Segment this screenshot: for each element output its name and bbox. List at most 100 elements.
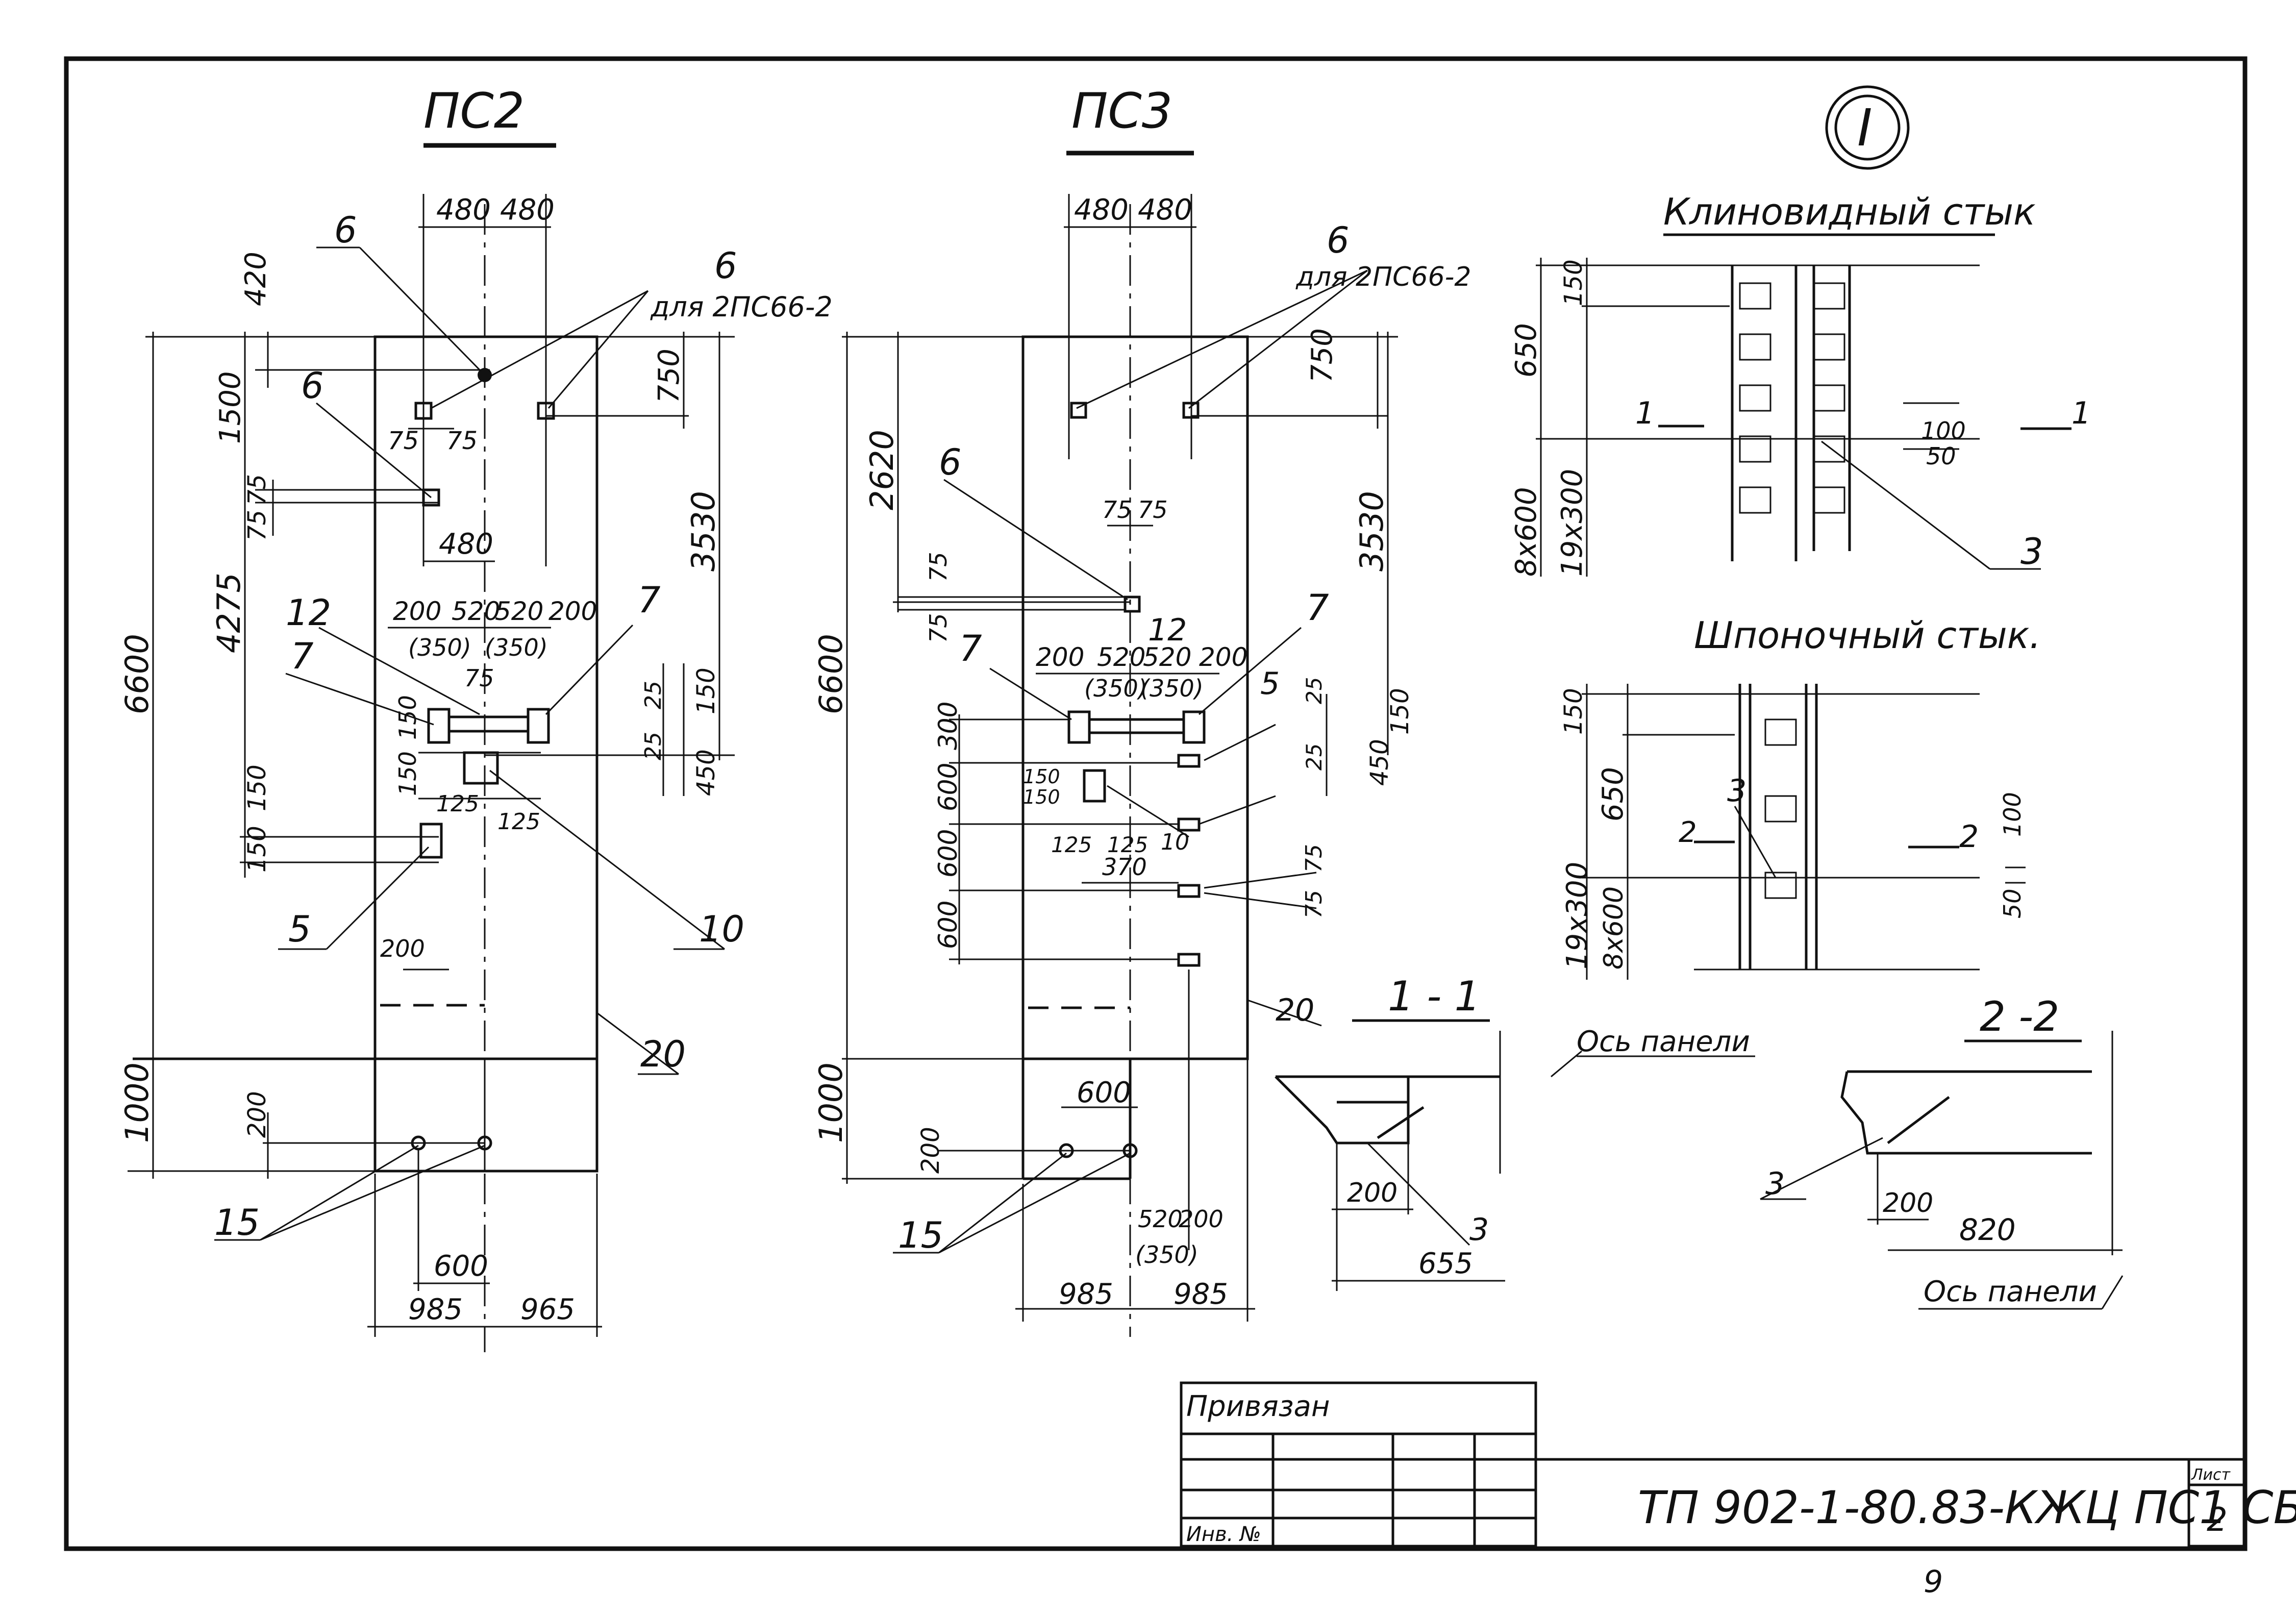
key-dim-100: 100 xyxy=(1999,792,2026,837)
ps2-note-2ps66: для 2ПС66-2 xyxy=(650,291,833,323)
ps2-dim-75e: 75 xyxy=(464,664,494,692)
ps2-dim-750: 750 xyxy=(653,349,686,403)
ps3-note-2ps66: для 2ПС66-2 xyxy=(1295,262,1471,292)
stamp-sheet-label: Лист xyxy=(2191,1466,2231,1484)
ps2-dim-1000: 1000 xyxy=(118,1062,156,1143)
wedge-dim-8x600: 8х600 xyxy=(1510,487,1543,577)
ps2-dim-600: 600 xyxy=(434,1250,488,1283)
ps2-dim-480-right: 480 xyxy=(500,193,555,227)
key-dim-19x300: 19х300 xyxy=(1561,862,1594,970)
ps2-dim-200a: 200 xyxy=(393,597,441,626)
ps3-dim-6600: 6600 xyxy=(812,634,850,714)
ps3-dim-125a: 125 xyxy=(1051,832,1092,857)
wedge-dim-100: 100 xyxy=(1921,417,1966,444)
ps3-dim-480-left: 480 xyxy=(1074,193,1129,227)
ps3-callout-6b: 6 xyxy=(939,441,962,483)
wedge-teeth xyxy=(1739,282,1845,514)
key-title: Шпоночный стык. xyxy=(1694,614,2041,657)
sec22-axis-label: Ось панели xyxy=(1924,1275,2097,1308)
ps3-dim-600-bottom: 600 xyxy=(1077,1076,1131,1109)
ps3-dim-75a: 75 xyxy=(1102,496,1132,524)
ps2-dim-480-left: 480 xyxy=(436,193,491,227)
wedge-mark-1: 1 xyxy=(1635,395,1655,431)
key-mark-2: 2 xyxy=(1679,816,1697,849)
wedge-mark-1b: 1 xyxy=(2072,395,2091,431)
ps3-dim-75b: 75 xyxy=(1138,496,1168,524)
ps2-callout-10: 10 xyxy=(699,908,744,950)
sec22-dim-200: 200 xyxy=(1883,1188,1933,1219)
sec22-callout-3: 3 xyxy=(1765,1166,1785,1202)
ps3-dim-2620: 2620 xyxy=(863,430,901,510)
ps2-dim-520b: 520 xyxy=(495,597,543,626)
page-number: 9 xyxy=(1924,1564,1943,1600)
ps2-dim-125b: 125 xyxy=(497,809,540,835)
ps2-dim-75d: 75 xyxy=(446,427,478,455)
ps3-dim-75e: 75 xyxy=(1301,844,1327,873)
key-callout-3: 3 xyxy=(1727,773,1746,809)
ps3-dim-200a: 200 xyxy=(1036,642,1084,672)
wedge-dim-50: 50 xyxy=(1926,442,1956,470)
ps2-dim-6600: 6600 xyxy=(118,634,156,714)
ps3-callout-6a: 6 xyxy=(1327,219,1350,261)
title-block: Привязан Инв. № ТП 902-1-80.83-КЖЦ ПС1 С… xyxy=(1180,1381,2296,1548)
ps3-callout-7a: 7 xyxy=(959,628,982,669)
wedge-callout-3: 3 xyxy=(2020,531,2043,573)
ps2-dim-1500: 1500 xyxy=(214,371,247,444)
ps3-callout-10: 10 xyxy=(1161,829,1189,855)
wedge-dim-650: 650 xyxy=(1510,323,1543,378)
stamp-bound: Привязан xyxy=(1186,1390,1330,1423)
key-dim-8x600: 8х600 xyxy=(1599,886,1629,970)
stamp-inv: Инв. № xyxy=(1186,1523,1261,1546)
key-mark-2b: 2 xyxy=(1959,819,1979,855)
ps3-dim-75f: 75 xyxy=(1301,890,1327,918)
ps2-dim-150e: 150 xyxy=(243,826,271,873)
ps3-dim-25a: 25 xyxy=(1302,677,1327,704)
ps2-dim-150d: 150 xyxy=(243,764,271,811)
ps3-dim-75d: 75 xyxy=(925,613,952,643)
wedge-title: Клиновидный стык xyxy=(1663,190,2036,233)
node-label: I xyxy=(1857,98,1873,158)
wedge-dim-19x300: 19х300 xyxy=(1556,469,1589,577)
ps2-dim-150a: 150 xyxy=(394,695,421,740)
ps3-dim-200b: 200 xyxy=(1199,642,1247,672)
ps3-dim-200: 200 xyxy=(916,1127,945,1174)
ps2-dim-25b: 25 xyxy=(640,732,666,760)
sec22-title: 2 -2 xyxy=(1980,993,2059,1040)
sec11-axis-label: Ось панели xyxy=(1577,1025,1750,1058)
ps2-dim-200b: 200 xyxy=(548,597,597,626)
ps2-dim-150b: 150 xyxy=(394,751,421,796)
key-dim-150: 150 xyxy=(1559,688,1588,735)
ps3-dim-300: 300 xyxy=(933,702,963,750)
ps2-callout-6a: 6 xyxy=(334,209,357,251)
ps2-callout-20: 20 xyxy=(640,1033,686,1075)
stamp-sheet-number: 2 xyxy=(2207,1501,2228,1539)
ps3-dim-1000: 1000 xyxy=(812,1062,850,1143)
ps3-dim-600a: 600 xyxy=(933,763,963,811)
wedge-joint: Клиновидный стык 150 650 8х600 19х300 10 xyxy=(1510,190,2091,577)
ps2-dim-3530: 3530 xyxy=(685,491,722,572)
ps3-dim-350b: (350) xyxy=(1140,675,1204,702)
ps3-dim-75c: 75 xyxy=(925,552,952,582)
ps3-dim-350-bottom: (350) xyxy=(1135,1241,1199,1269)
view-ps2: ПС2 480 480 6600 4275 1500 420 75 75 xyxy=(118,83,833,1352)
ps2-callout-12: 12 xyxy=(286,592,331,634)
sec11-dim-200: 200 xyxy=(1347,1178,1397,1208)
ps3-dim-200-bottom: 200 xyxy=(1179,1205,1224,1233)
ps3-dim-150c: 150 xyxy=(1386,688,1414,735)
ps2-dim-985: 985 xyxy=(408,1293,463,1326)
ps3-dim-600b: 600 xyxy=(933,829,963,878)
sec11-dim-655: 655 xyxy=(1418,1247,1473,1280)
ps3-callout-20: 20 xyxy=(1276,992,1314,1028)
ps2-dim-150c: 150 xyxy=(692,667,720,714)
ps3-dim-25b: 25 xyxy=(1302,743,1327,771)
node-marker: I xyxy=(1825,85,1910,170)
ps2-dim-350b: (350) xyxy=(485,634,548,661)
section-2-2: 2 -2 200 820 3 Ось панели xyxy=(1760,993,2124,1310)
ps2-callout-6c: 6 xyxy=(301,365,324,407)
ps3-dim-520a: 520 xyxy=(1097,642,1145,672)
ps3-dim-370: 370 xyxy=(1102,853,1147,881)
ps2-dim-75c: 75 xyxy=(388,427,419,455)
ps3-dim-520b: 520 xyxy=(1143,642,1191,672)
ps2-dim-25a: 25 xyxy=(640,681,666,709)
